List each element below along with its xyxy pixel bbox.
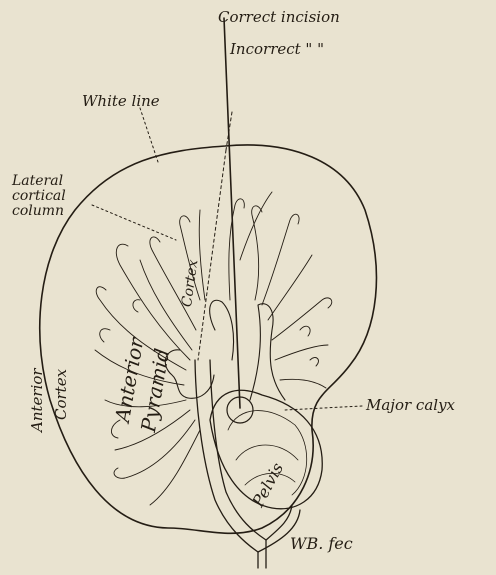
correct-incision-label: Correct incision bbox=[218, 10, 340, 25]
lateral-cortical-column-line-3: column bbox=[12, 204, 66, 219]
lateral-cortical-column-label: Lateral cortical column bbox=[12, 174, 66, 219]
anterior-cortex-label-line-1: Anterior bbox=[30, 368, 45, 432]
major-calyx-label: Major calyx bbox=[366, 398, 455, 413]
incorrect-incision-label: Incorrect " " bbox=[230, 42, 324, 57]
white-line-label: White line bbox=[82, 94, 160, 109]
ureter-pelvis bbox=[165, 300, 322, 568]
lateral-cortical-column-line-2: cortical bbox=[12, 189, 66, 204]
artist-signature: WB. fec bbox=[290, 536, 353, 552]
pyramid-vessels-right bbox=[229, 192, 332, 388]
lateral-cortical-column-line-1: Lateral bbox=[12, 174, 66, 189]
anterior-cortex-label-line-2: Cortex bbox=[54, 369, 69, 420]
